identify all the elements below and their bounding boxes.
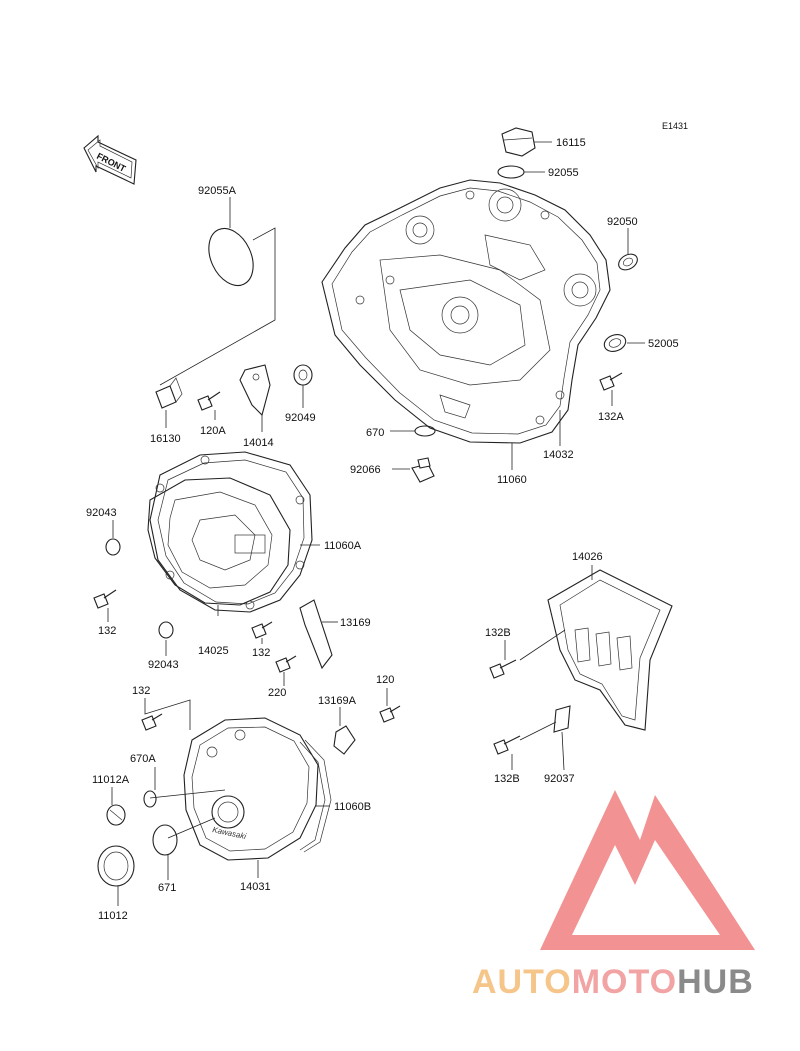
part-label: 92066	[350, 464, 381, 476]
part-label: 220	[268, 687, 286, 699]
part-label: 132	[132, 685, 150, 697]
watermark-hub: HUB	[677, 963, 754, 1001]
gasket-11060B	[299, 739, 332, 853]
seal-52005	[603, 334, 627, 352]
watermark-triangle	[540, 790, 755, 950]
part-label: 132	[98, 625, 116, 637]
part-label: 14014	[243, 437, 274, 449]
dowel-92043-lower	[158, 621, 174, 639]
part-label: 120	[376, 674, 394, 686]
part-label: 11060	[497, 474, 527, 486]
o-ring-671	[152, 824, 178, 856]
o-ring-92055	[497, 165, 525, 179]
part-label: 11060A	[324, 540, 362, 552]
clutch-cover-14025	[147, 477, 291, 606]
clamp-13169A	[333, 725, 356, 755]
part-label: 52005	[648, 338, 679, 350]
part-label: 132B	[485, 627, 511, 639]
watermark-logo	[540, 790, 755, 950]
part-label: 11060B	[334, 801, 371, 813]
part-label: 671	[158, 882, 176, 894]
part-label: 14031	[240, 881, 271, 893]
bolt-132B-lower	[493, 735, 521, 755]
bolt-132-lower	[141, 713, 163, 731]
bolt-120A	[197, 391, 221, 411]
leader-lines	[107, 141, 645, 906]
o-ring-670A	[143, 790, 157, 808]
sprocket-cover-14026	[547, 569, 673, 731]
bolt-120	[379, 705, 401, 723]
bolt-132B-upper	[489, 659, 517, 679]
bracket-92037	[553, 705, 571, 733]
part-label: 16130	[150, 433, 181, 445]
guide-13169	[299, 599, 333, 670]
part-label: 132	[252, 647, 270, 659]
part-label: 132B	[494, 773, 520, 785]
part-label: 92043	[86, 507, 117, 519]
o-ring-92055A	[208, 227, 254, 287]
o-ring-670	[414, 425, 436, 437]
part-labels: 16115 92055 92055A 92050 52005 16130 120…	[86, 137, 679, 922]
bolt-220	[275, 655, 297, 673]
part-label: 92055	[548, 167, 579, 179]
part-label: 132A	[598, 411, 624, 423]
part-label: 16115	[556, 137, 586, 149]
plate-14014	[239, 364, 271, 417]
part-label: 670A	[130, 753, 156, 765]
part-label: 13169	[340, 617, 371, 629]
plug-16130	[155, 377, 183, 409]
bolt-132-mid	[251, 621, 273, 639]
front-arrow-icon: FRONT	[83, 134, 137, 185]
part-label: 14026	[572, 551, 603, 563]
part-label: 92049	[285, 412, 316, 424]
part-label: 120A	[200, 425, 226, 437]
cap-11012	[97, 845, 135, 887]
seal-92049	[293, 364, 313, 386]
dowel-92043-upper	[105, 538, 121, 556]
part-label: 92043	[148, 659, 179, 671]
gasket-11060A	[149, 451, 313, 613]
part-label: 11012A	[92, 774, 130, 786]
part-label: 92055A	[198, 185, 237, 197]
part-label: 11012	[98, 910, 128, 922]
part-label: 14032	[543, 449, 574, 461]
diagram-code: E1431	[662, 121, 688, 131]
bolt-132-left	[93, 589, 117, 609]
watermark-text: AUTOMOTOHUB	[472, 963, 754, 1001]
part-label: 670	[366, 427, 384, 439]
part-label: 92050	[607, 216, 638, 228]
generator-cover-14031: Kawasaki	[183, 717, 319, 861]
oil-filler-cap-16115	[501, 127, 536, 157]
plug-92066	[411, 457, 435, 483]
watermark-auto: AUTO	[472, 963, 572, 1001]
seal-92050	[618, 253, 638, 271]
svg-text:Kawasaki: Kawasaki	[212, 825, 248, 841]
crankcase-cover-11060	[321, 179, 611, 444]
bolt-132A	[599, 372, 623, 391]
part-label: 92037	[544, 773, 575, 785]
part-label: 13169A	[318, 695, 357, 707]
watermark-moto: MOTO	[572, 963, 677, 1001]
part-label: 14025	[198, 645, 229, 657]
plug-11012A	[106, 804, 126, 826]
